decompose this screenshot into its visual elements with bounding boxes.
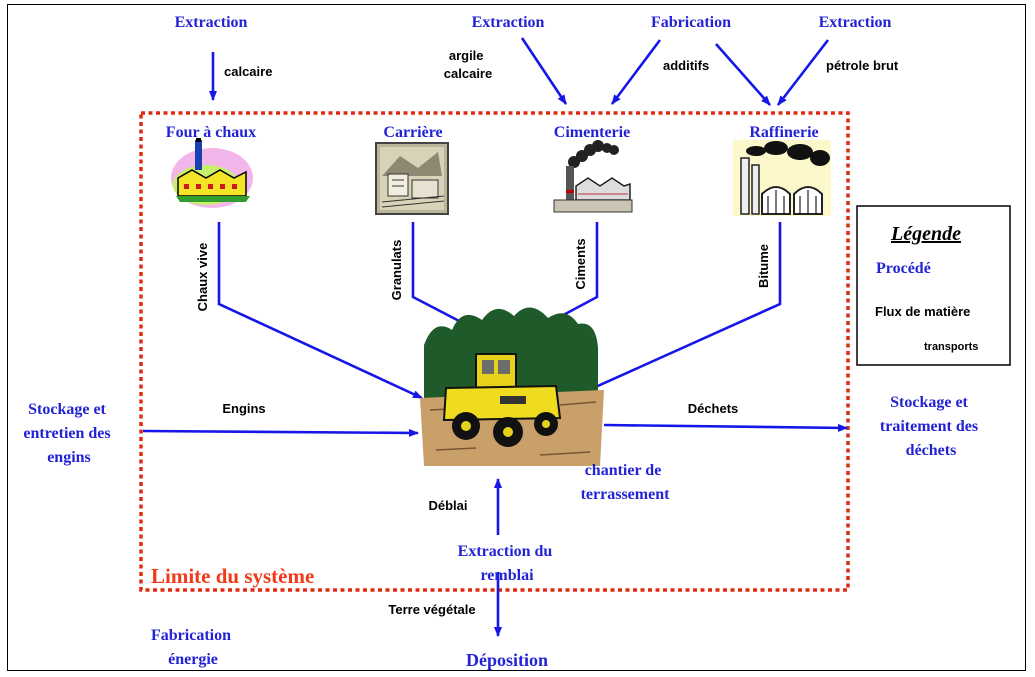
arrow-dechets — [603, 423, 848, 432]
system-limit-box — [139, 111, 850, 592]
process-stockage-engins: Stockage et entretien des engins — [23, 401, 114, 466]
process-extraction-petrole: Extraction — [819, 14, 892, 31]
flow-dechets: Déchets — [688, 401, 739, 416]
process-extraction-calcaire: Extraction — [175, 14, 248, 31]
process-fabrication-energie: Fabrication énergie — [151, 627, 235, 668]
flow-argile-calcaire: argile calcaire — [444, 48, 492, 81]
earthworks-grader-icon — [420, 307, 604, 466]
flow-chaux-vive: Chaux vive — [195, 243, 210, 312]
process-stockage-dechets: Stockage et traitement des déchets — [880, 394, 982, 459]
arrow-bitume — [579, 222, 782, 396]
arrow-petrole-brut — [776, 39, 830, 106]
arrow-engins — [142, 428, 419, 437]
cement-plant-icon — [553, 140, 633, 213]
flow-ciments: Ciments — [573, 238, 588, 289]
process-fabrication-additifs: Fabrication — [651, 14, 731, 31]
refinery-icon — [733, 140, 831, 216]
flow-granulats: Granulats — [389, 240, 404, 301]
lime-kiln-icon — [171, 138, 253, 208]
arrow-additifs-cimenterie — [610, 39, 662, 105]
legend-process: Procédé — [876, 260, 931, 277]
arrow-chaux-vive — [217, 222, 423, 400]
process-extraction-argile: Extraction — [472, 14, 545, 31]
flow-terre-vegetale: Terre végétale — [388, 602, 475, 617]
system-limit-label: Limite du système — [151, 564, 314, 588]
legend: Légende Procédé Flux de matière transpor… — [856, 205, 1011, 366]
flow-deblai: Déblai — [428, 498, 467, 513]
process-four-a-chaux: Four à chaux — [166, 124, 256, 141]
process-carriere: Carrière — [383, 124, 442, 141]
flow-additifs: additifs — [663, 58, 709, 73]
legend-title: Légende — [890, 223, 961, 245]
process-chantier: chantier de terrassement — [581, 462, 671, 503]
process-raffinerie: Raffinerie — [749, 124, 818, 141]
arrow-additifs-raffinerie — [715, 43, 771, 106]
flow-petrole-brut: pétrole brut — [826, 58, 899, 73]
arrow-argile-calcaire — [520, 37, 568, 105]
legend-transports: transports — [924, 341, 978, 353]
process-extraction-remblai: Extraction du remblai — [458, 543, 557, 584]
flow-bitume: Bitume — [756, 244, 771, 288]
flow-calcaire: calcaire — [224, 64, 272, 79]
legend-material-flow: Flux de matière — [875, 304, 970, 319]
process-deposition: Déposition — [466, 650, 548, 670]
process-cimenterie: Cimenterie — [554, 124, 630, 141]
quarry-icon — [375, 142, 449, 215]
flow-engins: Engins — [222, 401, 265, 416]
